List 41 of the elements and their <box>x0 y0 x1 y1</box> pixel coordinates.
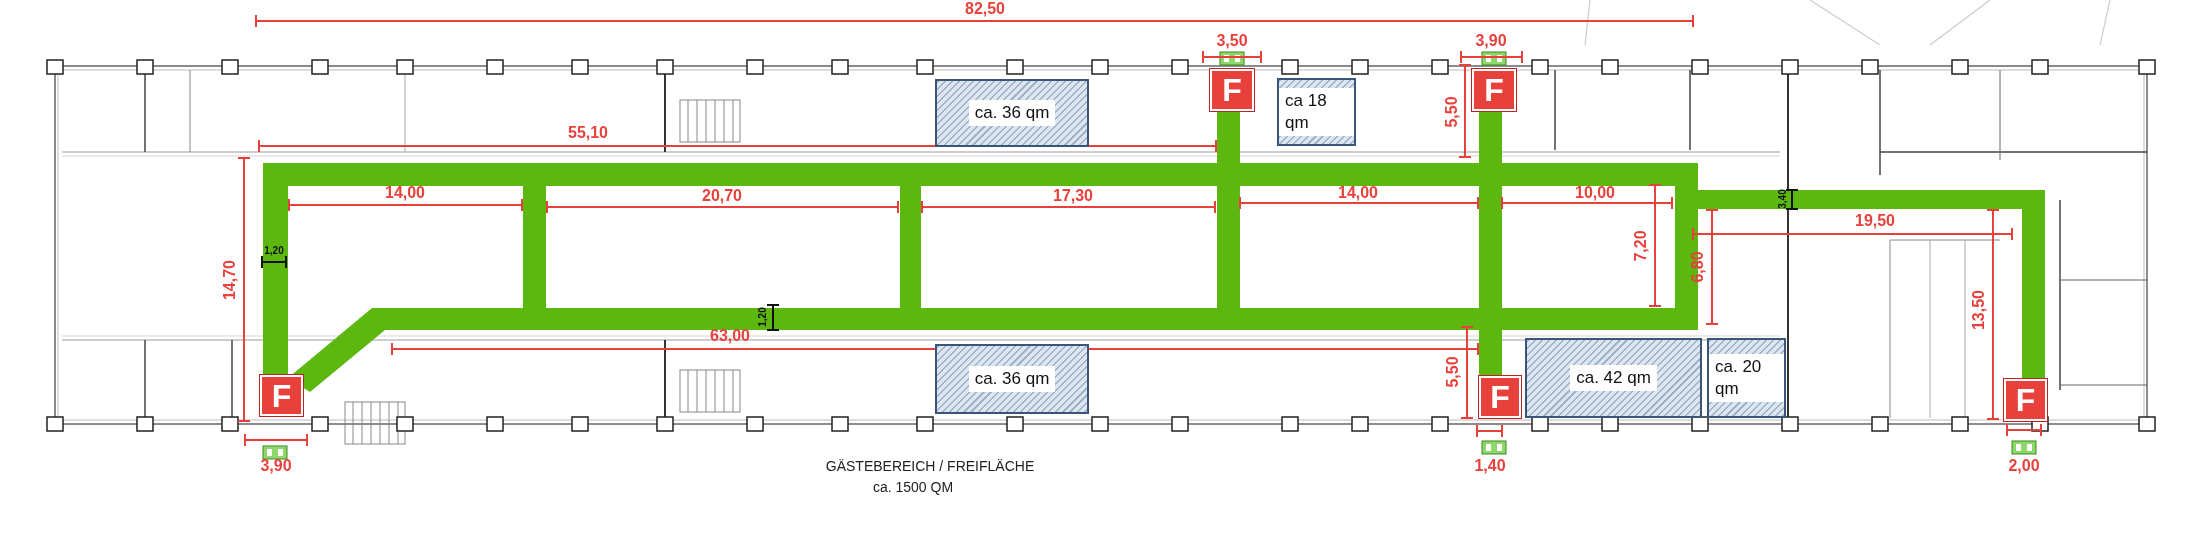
hatched-area <box>1707 338 1786 418</box>
dimension-label: 10,00 <box>1575 185 1615 201</box>
sign-box <box>2004 379 2047 421</box>
dimension-label: 6,80 <box>1690 251 1706 283</box>
hatched-area <box>935 344 1089 414</box>
area-label: ca 18 qm <box>1279 87 1354 137</box>
dimension-label: 1,20 <box>264 246 284 256</box>
note-text: ca. 1500 QM <box>872 480 954 494</box>
dimension-label: 82,50 <box>965 1 1005 17</box>
sign-box <box>260 375 303 416</box>
dimension-label: 14,00 <box>385 185 425 201</box>
dimension-label: 20,70 <box>702 188 742 204</box>
sign-letter: F <box>2015 384 2036 416</box>
sign-letter: F <box>1484 74 1504 106</box>
area-label: ca. 36 qm <box>968 99 1056 127</box>
dimension-label: 14,00 <box>1338 185 1378 201</box>
area-label: ca. 36 qm <box>968 365 1056 393</box>
dimension-label: 55,10 <box>568 125 608 141</box>
dimension-label: 3,40 <box>1778 189 1788 209</box>
dimension-label: 5,50 <box>1444 96 1460 128</box>
dimension-label: 1,40 <box>1474 458 1506 474</box>
sign-letter: F <box>271 379 292 412</box>
sign-box <box>1479 376 1521 418</box>
dimension-label: 3,50 <box>1216 33 1248 49</box>
sign-box <box>1210 69 1254 111</box>
hatched-area <box>935 79 1089 147</box>
dimension-label: 1,20 <box>758 307 768 327</box>
dimension-label: 63,00 <box>710 328 750 344</box>
sign-letter: F <box>1222 74 1242 106</box>
dimension-label: 19,50 <box>1855 213 1895 229</box>
dimension-label: 7,20 <box>1633 230 1649 262</box>
area-label: ca. 20 qm <box>1709 353 1784 403</box>
note-text: GÄSTEBEREICH / FREIFLÄCHE <box>825 459 1035 473</box>
dimension-label: 2,00 <box>2008 458 2040 474</box>
hatched-area <box>1277 78 1356 146</box>
sign-box <box>1472 69 1516 111</box>
sign-letter: F <box>1490 381 1510 413</box>
hatched-area <box>1525 338 1702 418</box>
dimension-label: 17,30 <box>1053 188 1093 204</box>
dimension-label: 14,70 <box>222 260 238 300</box>
area-label: ca. 42 qm <box>1570 364 1657 392</box>
